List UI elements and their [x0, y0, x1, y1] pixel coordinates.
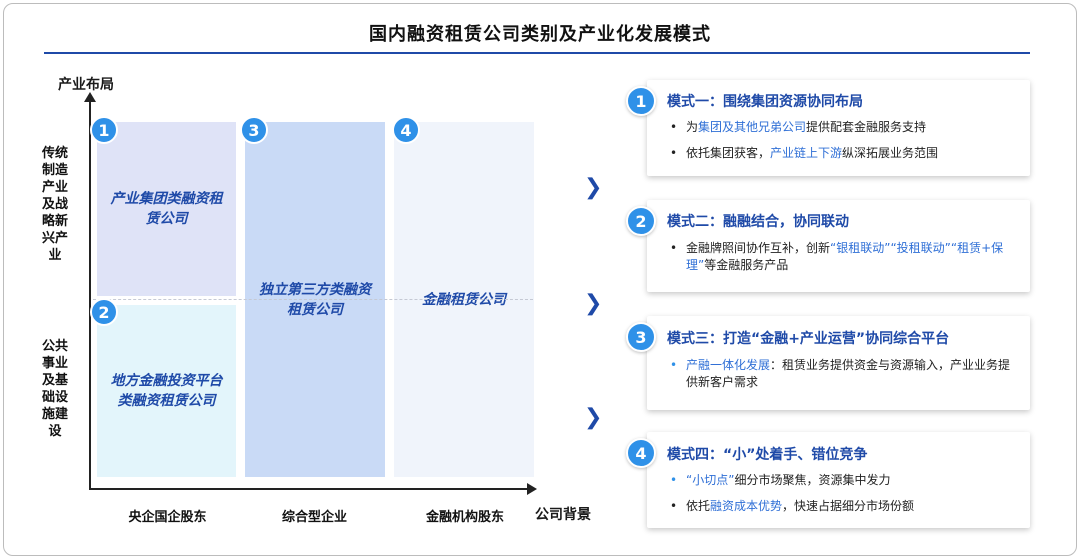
- y-label-public-utilities: 公共事业及基础设施建设: [41, 339, 68, 439]
- mode-card-1: [647, 80, 1030, 176]
- mode-title-1: 模式一：围绕集团资源协同布局: [667, 94, 863, 110]
- cell-badge-3: 3: [240, 116, 268, 144]
- x-axis-line: [89, 488, 529, 490]
- title-underline: [44, 52, 1030, 54]
- chevron-right-icon: ❯: [584, 405, 603, 430]
- y-label-manufacturing: 传统制造产业及战略新兴产业: [41, 146, 68, 263]
- page-title: 国内融资租赁公司类别及产业化发展模式: [369, 24, 711, 45]
- bullet-text: 依托集团获客，产业链上下游纵深拓展业务范围: [686, 146, 939, 160]
- bullet-text: “小切点”细分市场聚焦，资源集中发力: [686, 473, 891, 487]
- row-divider: [93, 299, 533, 300]
- bullet-dot: •: [670, 358, 678, 372]
- chevron-right-icon: ❯: [584, 291, 603, 316]
- cell-badge-1: 1: [90, 116, 118, 144]
- cell-local-platform: 地方金融投资平台类融资租赁公司: [97, 305, 236, 477]
- mode-card-3: [647, 316, 1030, 410]
- cell-badge-2: 2: [90, 298, 118, 326]
- bullet-text: 为集团及其他兄弟公司提供配套金融服务支持: [686, 120, 927, 134]
- bullet-text: 金融牌照间协作互补，创新“银租联动”“投租联动”“租赁+保理”等金融服务产品: [686, 241, 1004, 272]
- bullet-dot: •: [670, 120, 678, 134]
- y-axis-title: 产业布局: [58, 77, 114, 93]
- cell-industrial-group-label: 产业集团类融资租赁公司: [110, 191, 223, 227]
- x-label-financial: 金融机构股东: [425, 510, 504, 525]
- mode-badge-1: 1: [626, 86, 656, 116]
- bullet-dot: •: [670, 146, 678, 160]
- x-label-conglomerate: 综合型企业: [281, 510, 347, 525]
- mode-title-4: 模式四：“小”处着手、错位竞争: [667, 447, 868, 463]
- mode-title-2: 模式二：融融结合，协同联动: [667, 214, 849, 230]
- cell-badge-4: 4: [392, 116, 420, 144]
- bullet-dot: •: [670, 473, 678, 487]
- mode-badge-2: 2: [626, 206, 656, 236]
- mode-card-2: [647, 200, 1030, 292]
- bullet-text: 产融一体化发展：租赁业务提供资金与资源输入，产业业务提供新客户需求: [686, 358, 1011, 389]
- bullet-dot: •: [670, 499, 678, 513]
- x-axis-title: 公司背景: [535, 507, 591, 523]
- mode-badge-3: 3: [626, 322, 656, 352]
- bullet-text: 依托融资成本优势，快速占据细分市场份额: [686, 499, 915, 513]
- bullet-dot: •: [670, 241, 678, 255]
- mode-badge-4: 4: [626, 438, 656, 468]
- cell-industrial-group: 产业集团类融资租赁公司: [97, 122, 236, 296]
- cell-local-platform-label: 地方金融投资平台类融资租赁公司: [110, 373, 223, 409]
- mode-card-4: [647, 432, 1030, 528]
- x-axis-arrow-icon: [527, 483, 537, 495]
- x-label-soe: 央企国企股东: [128, 510, 207, 525]
- cell-independent-label: 独立第三方类融资租赁公司: [259, 281, 371, 318]
- chevron-right-icon: ❯: [584, 175, 603, 200]
- mode-title-3: 模式三：打造“金融+产业运营”协同综合平台: [667, 331, 950, 347]
- y-axis-line: [89, 100, 91, 490]
- y-axis-arrow-icon: [84, 92, 96, 102]
